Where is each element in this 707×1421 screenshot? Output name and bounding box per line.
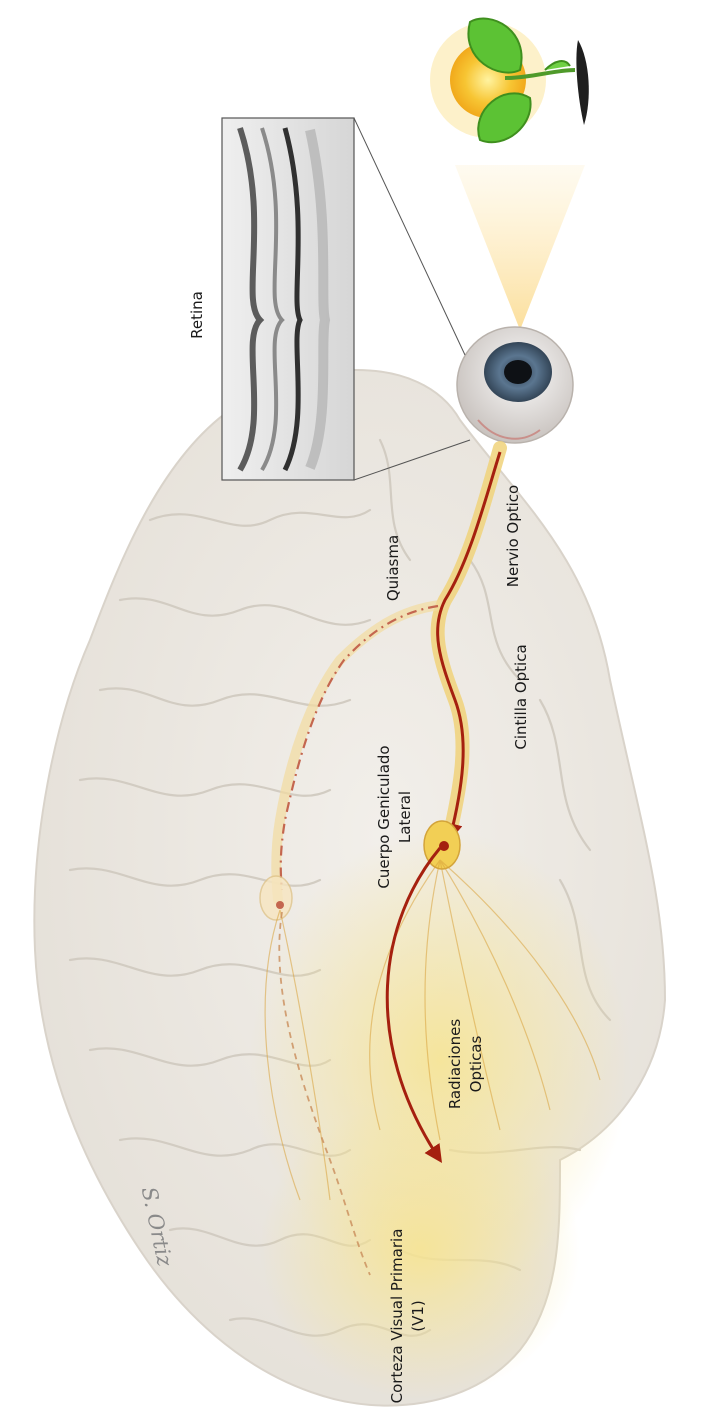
label-radiaciones-line1: Radiaciones (446, 1019, 464, 1109)
label-radiaciones-line2: Opticas (467, 1036, 485, 1093)
label-retina: Retina (188, 291, 206, 339)
eye-icon (457, 327, 573, 443)
label-quiasma: Quiasma (384, 535, 402, 601)
label-cuerpo-geniculado-line1: Cuerpo Geniculado (375, 745, 393, 888)
label-nervio-optico: Nervio Optico (504, 485, 522, 587)
light-cone (455, 165, 585, 330)
label-corteza-line1: Corteza Visual Primaria (388, 1229, 406, 1404)
lgn-nucleus-contralateral (260, 876, 292, 920)
brain-illustration (34, 370, 665, 1406)
label-cuerpo-geniculado-line2: Lateral (396, 791, 414, 843)
label-cintilla-optica: Cintilla Optica (512, 644, 530, 749)
label-corteza-line2: (V1) (409, 1300, 427, 1332)
